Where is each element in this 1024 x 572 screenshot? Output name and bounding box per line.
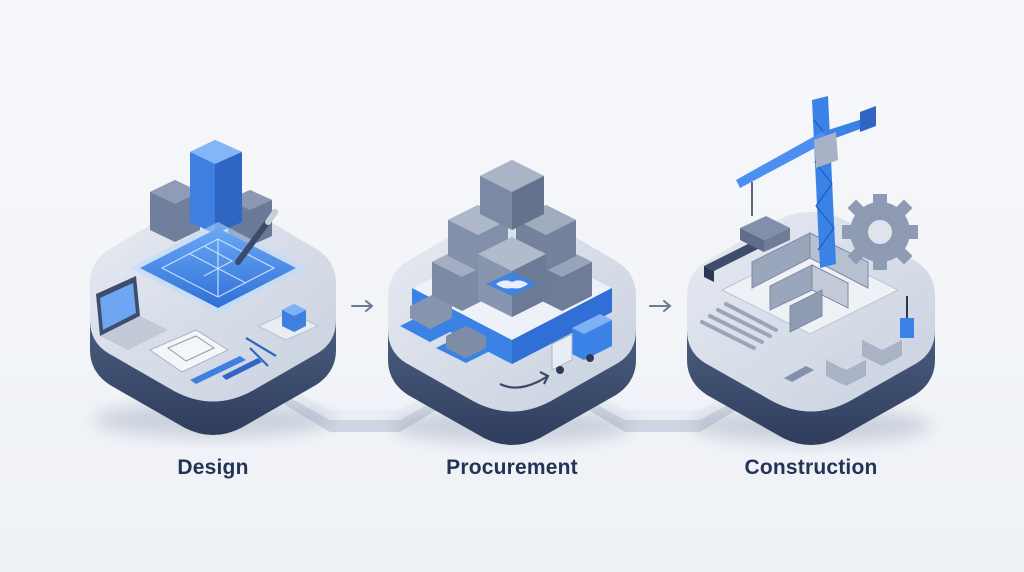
- boxes-icon: [432, 160, 592, 317]
- rebar-icon: [700, 302, 778, 350]
- ruler-icon: [190, 356, 262, 384]
- level-icon: [900, 296, 914, 338]
- compass-icon: [245, 337, 277, 367]
- laptop-icon: [96, 276, 168, 350]
- truck-icon: [551, 314, 612, 374]
- handshake-icon: [486, 272, 538, 296]
- crane-icon: [736, 96, 876, 268]
- arrow-right-icon: [649, 300, 672, 312]
- stage-label-construction: Construction: [744, 456, 878, 479]
- stage-label-procurement: Procurement: [446, 456, 578, 479]
- beam-icon: [704, 242, 762, 282]
- gear-icon: [842, 194, 918, 270]
- pen-icon: [235, 209, 278, 265]
- flow-arrow-icon: [499, 375, 549, 389]
- arrow-right-icon: [351, 300, 374, 312]
- design-platform: [90, 140, 336, 438]
- tool-icon: [256, 304, 320, 341]
- stage-label-design: Design: [177, 456, 249, 479]
- construction-platform: [687, 96, 935, 445]
- pallet-icon: [400, 295, 496, 363]
- concrete-block-icon: [784, 330, 902, 386]
- procurement-platform: [388, 160, 636, 445]
- flow-arrow-head: [539, 371, 550, 385]
- document-icon: [148, 329, 230, 373]
